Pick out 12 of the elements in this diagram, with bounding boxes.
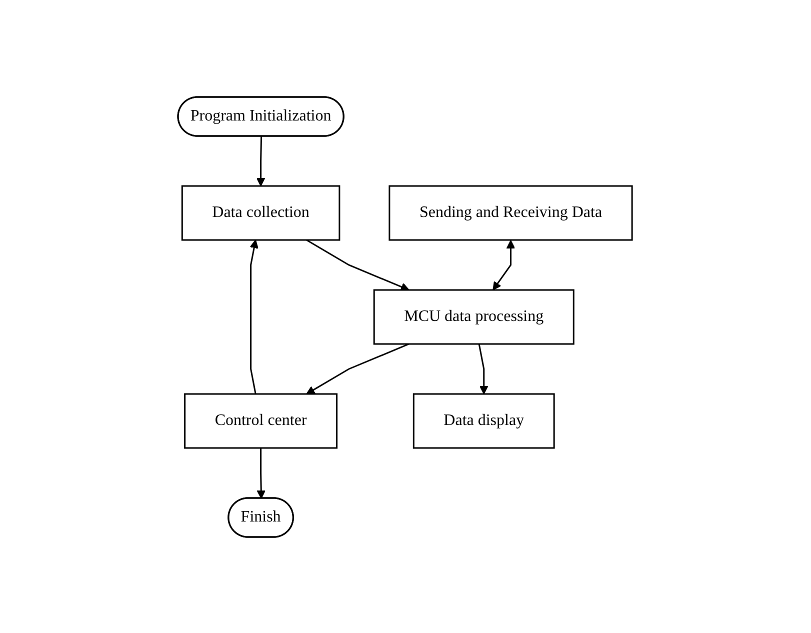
node-box: Data display [413, 392, 556, 448]
arrow [493, 240, 516, 290]
arrow [250, 239, 259, 394]
arrow [478, 343, 489, 394]
node-box: Control center [184, 392, 338, 448]
node-box: Sending and Receiving Data [389, 184, 634, 240]
arrow [306, 238, 410, 291]
node-box: Data collection [182, 184, 341, 240]
arrow [257, 448, 266, 498]
arrow [306, 342, 410, 394]
node-box: MCU data processing [374, 288, 575, 344]
arrow [256, 136, 266, 186]
